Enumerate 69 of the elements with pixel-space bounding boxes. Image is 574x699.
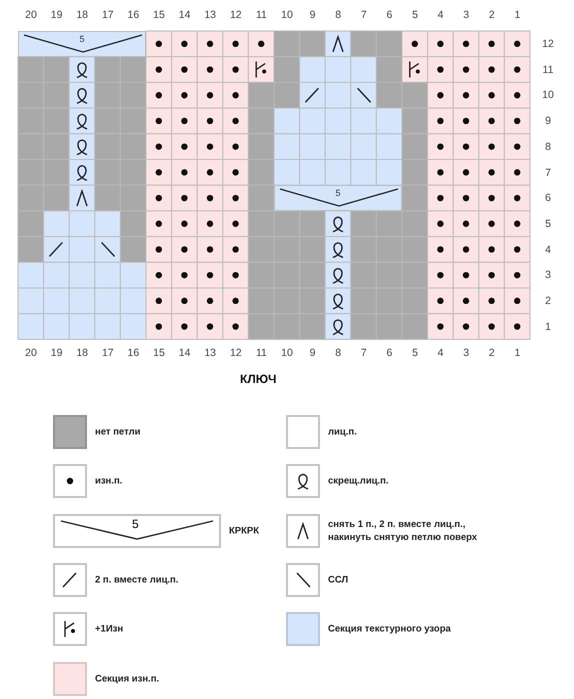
row-number: 2 <box>544 295 552 307</box>
column-number: 6 <box>385 347 394 359</box>
column-number: 19 <box>50 347 64 359</box>
legend-label: Секция изн.п. <box>95 672 160 686</box>
column-number: 9 <box>308 347 317 359</box>
column-number: 2 <box>488 9 496 21</box>
column-number: 12 <box>228 9 243 21</box>
column-number: 10 <box>280 347 294 359</box>
column-number: 16 <box>126 9 140 21</box>
legend-label: снять 1 п., 2 п. вместе лиц.п., накинуть снятую петлю поверх <box>328 518 478 544</box>
column-number: 18 <box>75 347 90 359</box>
column-number: 19 <box>50 9 64 21</box>
column-number: 13 <box>203 347 218 359</box>
row-number: 7 <box>544 166 552 178</box>
row-number: 9 <box>544 115 552 128</box>
column-number: 1 <box>513 347 522 359</box>
column-number: 11 <box>254 347 268 359</box>
column-number: 5 <box>411 9 419 21</box>
legend-label: +1Изн <box>95 622 124 636</box>
row-number: 5 <box>544 218 552 230</box>
column-number: 15 <box>152 9 166 21</box>
legend-label: нет петли <box>95 426 140 438</box>
column-number: 14 <box>178 9 192 21</box>
stitch-count: 5 <box>334 188 342 198</box>
row-number: 12 <box>541 38 555 50</box>
column-number: 12 <box>228 347 243 359</box>
row-number: 8 <box>544 140 552 153</box>
column-number: 3 <box>462 9 470 21</box>
column-number: 7 <box>360 9 368 21</box>
column-number: 18 <box>75 9 90 21</box>
key-heading: КЛЮЧ <box>240 372 276 386</box>
column-number: 1 <box>513 9 522 21</box>
column-number: 6 <box>385 9 394 21</box>
stitch-count: 5 <box>78 34 86 44</box>
column-number: 17 <box>100 9 115 21</box>
column-number: 7 <box>360 347 368 359</box>
column-number: 13 <box>203 9 218 21</box>
legend-label: скрещ.лиц.п. <box>328 474 389 488</box>
legend-label: Секция текстурного узора <box>328 622 451 636</box>
column-number: 11 <box>254 9 268 21</box>
column-number: 3 <box>462 347 470 359</box>
legend-label: 2 п. вместе лиц.п. <box>95 574 178 586</box>
row-number: 4 <box>544 244 552 256</box>
legend-label: ССЛ <box>328 574 348 586</box>
column-number: 4 <box>436 347 445 359</box>
column-number: 10 <box>280 9 294 21</box>
column-number: 9 <box>308 9 317 21</box>
stitch-group-cell <box>274 185 402 211</box>
column-number: 4 <box>436 9 445 21</box>
stitch-group-cell <box>18 31 146 57</box>
column-number: 20 <box>24 347 38 359</box>
stitch-count: 5 <box>132 517 139 531</box>
column-number: 8 <box>334 9 342 21</box>
column-number: 16 <box>126 347 140 359</box>
legend-label: изн.п. <box>95 474 122 488</box>
row-number: 6 <box>544 192 552 204</box>
row-number: 3 <box>544 269 552 282</box>
column-number: 15 <box>152 347 166 359</box>
column-number: 14 <box>178 347 192 359</box>
row-number: 10 <box>541 89 555 102</box>
column-number: 2 <box>488 347 496 359</box>
column-number: 20 <box>24 9 38 21</box>
legend-label: лиц.п. <box>328 426 357 438</box>
legend-label: КРКРК <box>229 524 260 538</box>
row-number: 1 <box>544 320 552 333</box>
column-number: 5 <box>411 347 419 359</box>
column-number: 8 <box>334 347 342 359</box>
row-number: 11 <box>542 64 554 76</box>
column-number: 17 <box>100 347 115 359</box>
